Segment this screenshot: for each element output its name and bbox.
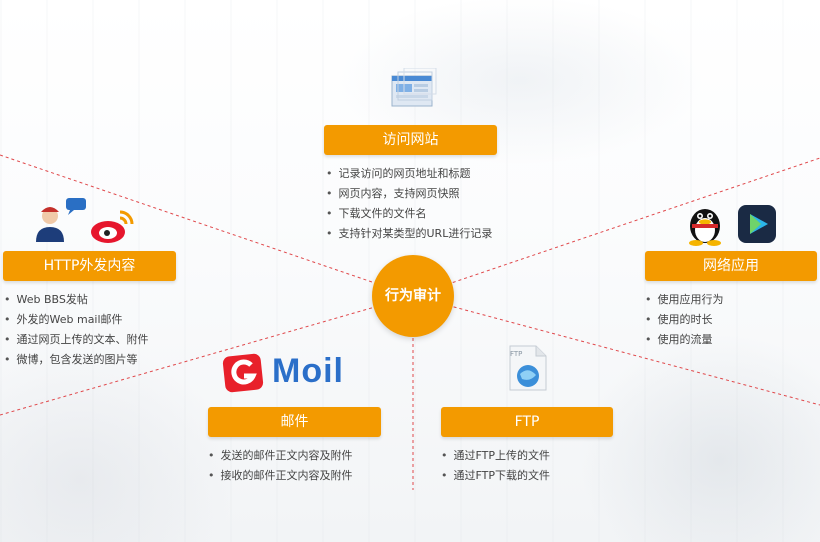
list-item: 通过网页上传的文本、附件: [4, 330, 149, 350]
list-item: 记录访问的网页地址和标题: [326, 164, 492, 184]
network-apps-list: 使用应用行为 使用的时长 使用的流量: [645, 290, 724, 350]
ftp-list: 通过FTP上传的文件 通过FTP下载的文件: [441, 446, 551, 486]
list-item: 使用的流量: [645, 330, 724, 350]
list-item: 使用的时长: [645, 310, 724, 330]
list-item: 使用应用行为: [645, 290, 724, 310]
http-outgoing-label: HTTP外发内容: [3, 251, 176, 281]
list-item: 网页内容，支持网页快照: [326, 184, 492, 204]
list-item: Web BBS发帖: [4, 290, 149, 310]
line-bottom-right: [412, 295, 820, 406]
list-item: 通过FTP上传的文件: [441, 446, 551, 466]
mail-logo-text: Moil: [272, 352, 344, 390]
list-item: 发送的邮件正文内容及附件: [208, 446, 353, 466]
mail-label: 邮件: [208, 407, 381, 437]
list-item: 下载文件的文件名: [326, 204, 492, 224]
network-apps-label: 网络应用: [645, 251, 817, 281]
list-item: 接收的邮件正文内容及附件: [208, 466, 353, 486]
list-item: 外发的Web mail邮件: [4, 310, 149, 330]
visit-website-label: 访问网站: [324, 125, 497, 155]
qq-penguin-icon: [684, 202, 726, 250]
user-chat-icon: [34, 196, 90, 248]
weibo-icon: [90, 206, 136, 250]
http-outgoing-list: Web BBS发帖 外发的Web mail邮件 通过网页上传的文本、附件 微博，…: [4, 290, 149, 370]
list-item: 通过FTP下载的文件: [441, 466, 551, 486]
browser-window-icon: [390, 67, 438, 116]
visit-website-list: 记录访问的网页地址和标题 网页内容，支持网页快照 下载文件的文件名 支持针对某类…: [326, 164, 493, 244]
list-item: 支持针对某类型的URL进行记录: [326, 224, 493, 244]
mail-logo-icon: [222, 352, 372, 398]
line-top-left: [0, 154, 414, 297]
list-item: 微博，包含发送的图片等: [4, 350, 149, 370]
video-play-icon: [737, 204, 777, 248]
ftp-file-icon: [506, 344, 550, 396]
mail-list: 发送的邮件正文内容及附件 接收的邮件正文内容及附件: [208, 446, 353, 486]
behavior-audit-center: 行为审计: [372, 255, 454, 337]
ftp-icon-label: FTP: [510, 350, 523, 358]
ftp-label: FTP: [441, 407, 613, 437]
